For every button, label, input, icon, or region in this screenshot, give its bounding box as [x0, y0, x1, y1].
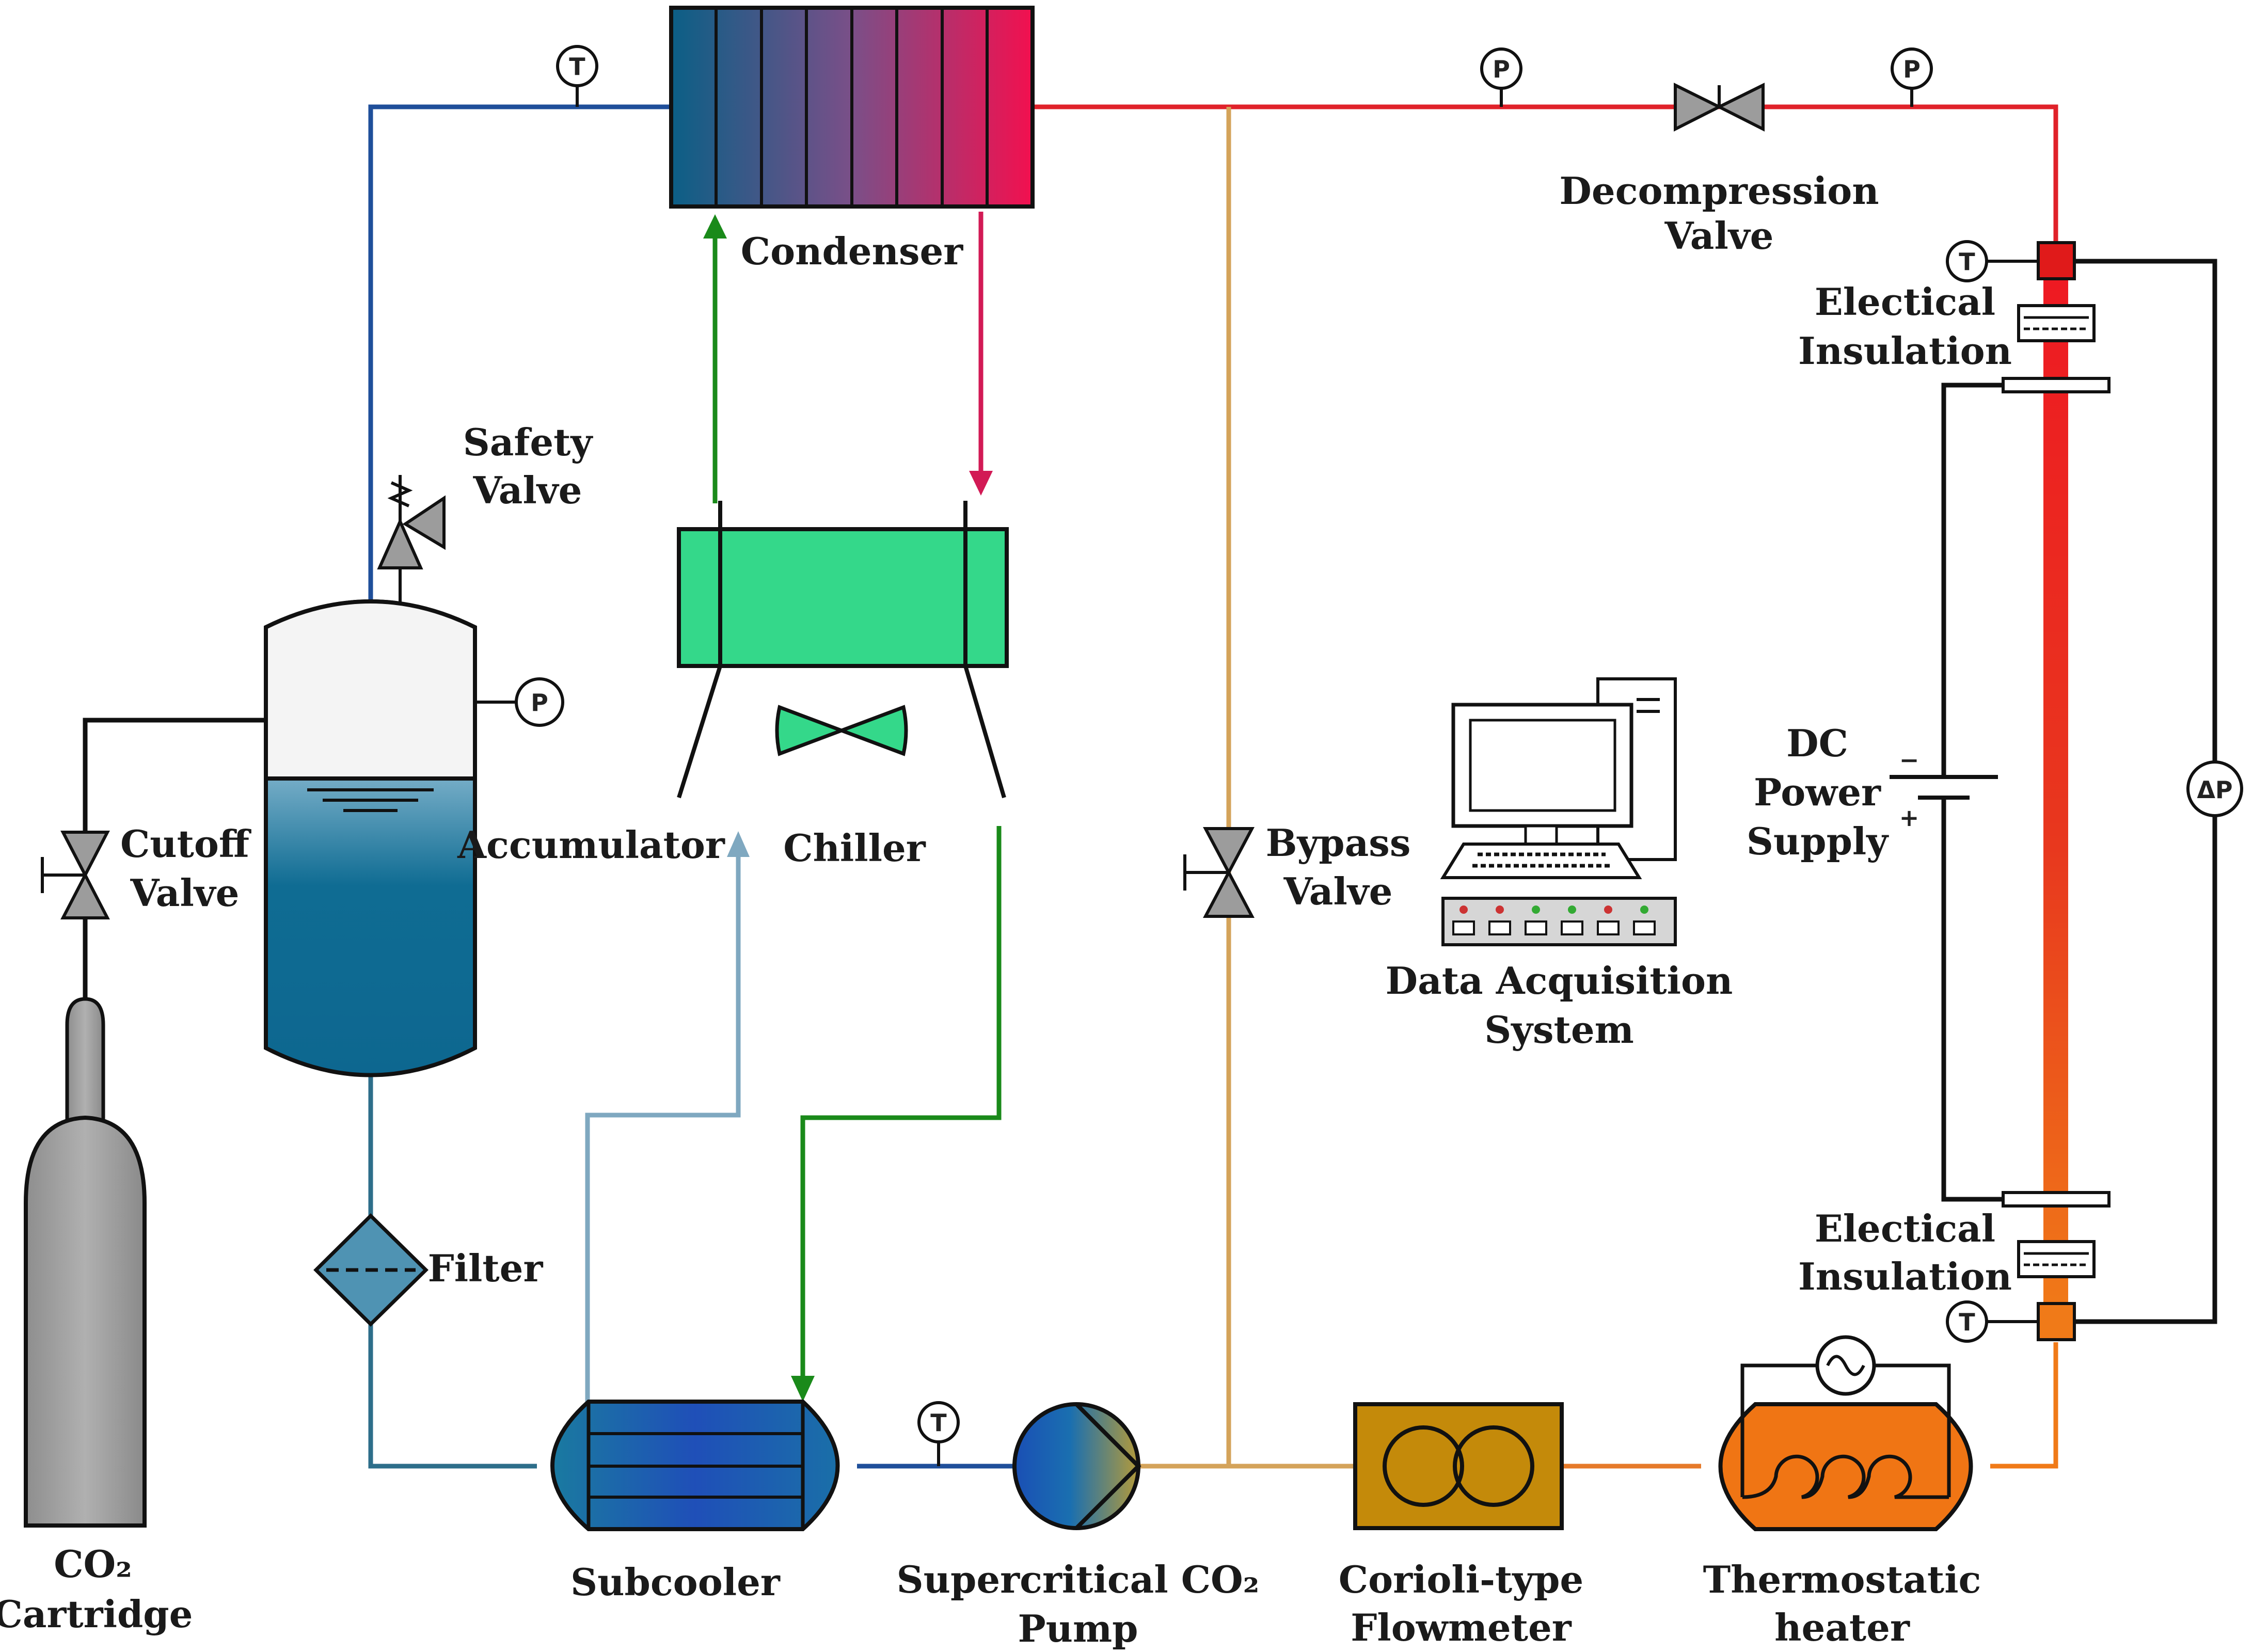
pump-label-1: Supercritical CO₂: [897, 1558, 1260, 1601]
insulation-bottom-label-1: Electical: [1815, 1206, 1995, 1250]
chiller-to-condenser-line: [703, 214, 727, 503]
insulation-block-top: [2017, 304, 2096, 342]
cutoff-valve-label-2: Valve: [130, 871, 240, 915]
svg-text:T: T: [930, 1409, 947, 1437]
daq-label-1: Data Acquisition: [1386, 959, 1733, 1003]
condenser-to-chiller-line: [969, 212, 993, 496]
cutoff-valve-label-1: Cutoff: [120, 822, 251, 866]
differential-pressure-sensor: ΔP: [2074, 259, 2243, 1324]
dc-power-label-3: Supply: [1747, 819, 1889, 863]
decompression-valve-label-1: Decompression: [1559, 169, 1879, 213]
flowmeter-label-2: Flowmeter: [1351, 1606, 1572, 1649]
condenser: [669, 6, 1035, 209]
safety-valve: [377, 475, 446, 604]
heater-label-2: heater: [1774, 1606, 1910, 1649]
safety-valve-label-2: Valve: [473, 468, 582, 512]
daq-unit-icon: [1441, 897, 1677, 946]
svg-text:T: T: [1959, 1308, 1975, 1336]
heater-label-1: Thermostatic: [1703, 1558, 1981, 1601]
bypass-valve-label-2: Valve: [1283, 869, 1393, 913]
subcooler: [550, 1400, 840, 1531]
thermostatic-heater: [1718, 1335, 1973, 1531]
chiller: [677, 501, 1009, 799]
co2-cartridge-label-1: CO₂: [54, 1542, 132, 1586]
svg-text:−: −: [1899, 746, 1919, 774]
decompression-valve-label-2: Valve: [1664, 214, 1774, 258]
condenser-label: Condenser: [741, 229, 964, 273]
co2-cartridge-label-2: Cartridge: [0, 1592, 193, 1636]
subcooler-label: Subcooler: [570, 1560, 781, 1604]
co2-cartridge: [24, 997, 147, 1528]
accumulator: [264, 599, 477, 1077]
svg-text:P: P: [1903, 55, 1921, 83]
insulation-bottom-label-2: Insulation: [1798, 1254, 2012, 1298]
dc-power-supply: − +: [1890, 383, 2003, 1202]
test-section: [2002, 241, 2111, 1341]
svg-text:P: P: [531, 689, 548, 717]
coriolis-flowmeter: [1353, 1402, 1564, 1530]
bypass-valve-label-1: Bypass: [1266, 821, 1411, 865]
temperature-sensor-pump: T: [917, 1401, 960, 1466]
temperature-sensor-test-bottom: T: [1946, 1300, 2038, 1343]
flowmeter-label-1: Corioli-type: [1339, 1558, 1583, 1601]
svg-text:T: T: [1959, 248, 1975, 276]
daq-label-2: System: [1484, 1008, 1634, 1052]
svg-text:+: +: [1899, 804, 1919, 832]
insulation-top-label-2: Insulation: [1798, 329, 2012, 373]
svg-text:ΔP: ΔP: [2197, 776, 2232, 804]
blue-pipe: [368, 104, 671, 607]
red-pipe: [1033, 104, 2058, 245]
decompression-valve: [1674, 83, 1765, 132]
pressure-sensor-red-2: P: [1891, 47, 1933, 107]
bypass-valve: [1183, 827, 1255, 918]
dc-power-label-1: DC: [1786, 721, 1848, 765]
temperature-sensor-top: T: [556, 45, 598, 107]
svg-text:T: T: [569, 53, 585, 81]
pump-label-2: Pump: [1018, 1607, 1138, 1650]
filter-label: Filter: [428, 1246, 544, 1290]
chiller-fan-icon: [775, 705, 908, 756]
dc-power-label-2: Power: [1754, 770, 1881, 814]
computer-icon: [1440, 677, 1677, 879]
subcooler-return-line: [585, 831, 750, 1402]
chiller-label: Chiller: [783, 826, 926, 870]
safety-valve-label-1: Safety: [463, 420, 594, 464]
temperature-sensor-test-top: T: [1946, 240, 2038, 282]
svg-text:P: P: [1493, 55, 1510, 83]
orange-pipe: [1138, 107, 2058, 1469]
pressure-sensor-accumulator: P: [475, 677, 564, 727]
cutoff-valve: [41, 718, 266, 999]
filter: [313, 1213, 429, 1327]
pressure-sensor-red-1: P: [1480, 47, 1522, 107]
insulation-block-bottom: [2017, 1240, 2096, 1278]
supercritical-co2-pump: [1012, 1402, 1141, 1530]
accumulator-label: Accumulator: [457, 823, 725, 867]
chiller-to-subcooler-line: [791, 826, 1002, 1402]
insulation-top-label-1: Electical: [1815, 280, 1995, 324]
